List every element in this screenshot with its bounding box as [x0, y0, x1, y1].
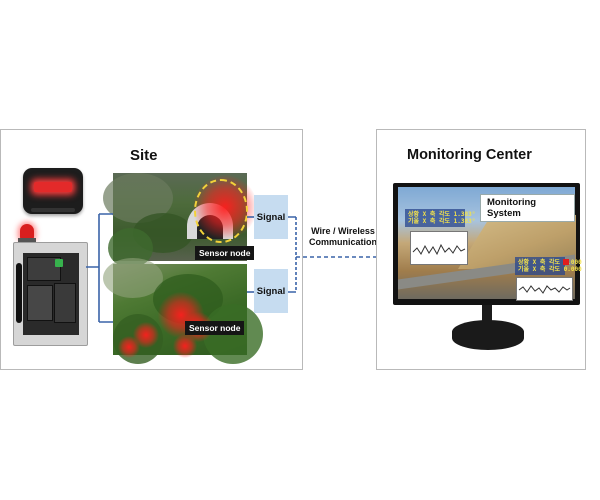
- monitor-screen: Monitoring System 상황 X 축 각도 1.383° 기울 X …: [398, 187, 582, 301]
- sensor-node-label: Sensor node: [185, 321, 245, 335]
- site-title: Site: [130, 147, 158, 164]
- beacon-base: [18, 238, 36, 242]
- mini-line-chart: [516, 277, 573, 301]
- communication-label: Wire / Wireless Communication: [308, 226, 377, 247]
- warning-beacon-icon: [20, 224, 34, 239]
- sensor-node-label: Sensor node: [195, 246, 255, 260]
- signal-box-bottom: Signal: [254, 269, 288, 313]
- monitoring-system-label: Monitoring System: [480, 194, 575, 222]
- monitoring-center-title: Monitoring Center: [407, 147, 532, 163]
- monitor-base: [452, 320, 524, 350]
- monitor-stand: [482, 305, 492, 323]
- sensor-readout: 상황 X 축 각도 0.000 기울 X 축 각도 0.000: [515, 257, 582, 275]
- sensor-zone-outline: [194, 179, 248, 243]
- slope-sensor-photo: Sensor node: [103, 258, 263, 364]
- sensor-readout: 상황 X 축 각도 1.383° 기울 X 축 각도 1.383°: [405, 209, 475, 227]
- tunnel-sensor-photo: Sensor node: [103, 173, 257, 268]
- monitor-icon: Monitoring System 상황 X 축 각도 1.383° 기울 X …: [393, 183, 582, 305]
- control-box-icon: [13, 242, 88, 346]
- alarm-light-icon: [23, 168, 83, 214]
- signal-box-top: Signal: [254, 195, 288, 239]
- mini-line-chart: [410, 231, 468, 265]
- alarm-indicator: [563, 259, 569, 265]
